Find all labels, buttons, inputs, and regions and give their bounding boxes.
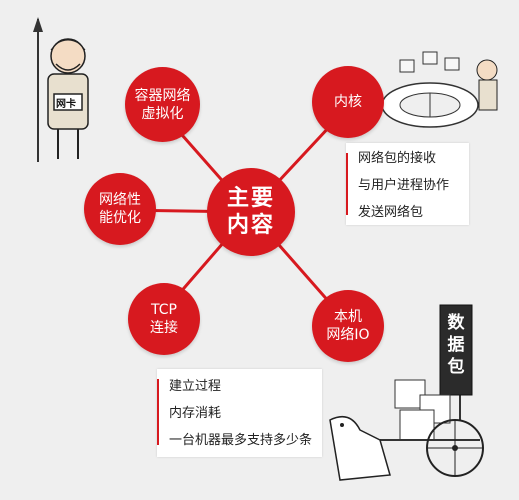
tcp-detail-item: 一台机器最多支持多少条 [169, 433, 313, 448]
tcp-detail-item: 内存消耗 [169, 406, 222, 421]
tcp-card-accent [157, 379, 159, 445]
tcp-details-card: 建立过程 内存消耗 一台机器最多支持多少条 [157, 369, 322, 457]
kernel-detail-item: 网络包的接收 [358, 151, 437, 166]
kernel-card-accent [346, 153, 348, 215]
ring-warehouse-illustration [381, 51, 498, 128]
node-local-line2: 网络IO [326, 327, 370, 343]
center-node-line1: 主要 [226, 186, 275, 211]
node-network-performance-optimization: 网络性 能优化 [84, 173, 156, 245]
node-local-network-io: 本机 网络IO [312, 290, 384, 362]
soldier-illustration [33, 17, 89, 162]
node-kernel-line1: 内核 [334, 94, 362, 110]
kernel-details-card: 网络包的接收 与用户进程协作 发送网络包 [346, 143, 469, 225]
tcp-detail-item: 建立过程 [169, 379, 222, 394]
node-perf-line1: 网络性 [99, 192, 141, 208]
node-perf-line2: 能优化 [99, 210, 141, 226]
node-kernel: 内核 [312, 66, 384, 138]
node-container-net-line2: 虚拟化 [141, 105, 184, 122]
center-node-main-content: 主要 内容 [207, 168, 295, 256]
node-local-line1: 本机 [334, 309, 362, 325]
node-container-net-line1: 容器网络 [134, 87, 191, 104]
node-container-network-virtualization: 容器网络 虚拟化 [125, 67, 200, 142]
horse-cart-illustration [329, 304, 484, 481]
kernel-detail-item: 发送网络包 [358, 205, 424, 220]
center-node-line2: 内容 [226, 213, 275, 238]
node-tcp-connection: TCP 连接 [128, 283, 200, 355]
soldier-badge-text: 网卡 [56, 99, 76, 110]
kernel-detail-item: 与用户进程协作 [358, 178, 450, 193]
cart-flag-text: 数据包 [447, 313, 465, 377]
node-tcp-line1: TCP [151, 302, 177, 318]
node-tcp-line2: 连接 [150, 320, 178, 336]
